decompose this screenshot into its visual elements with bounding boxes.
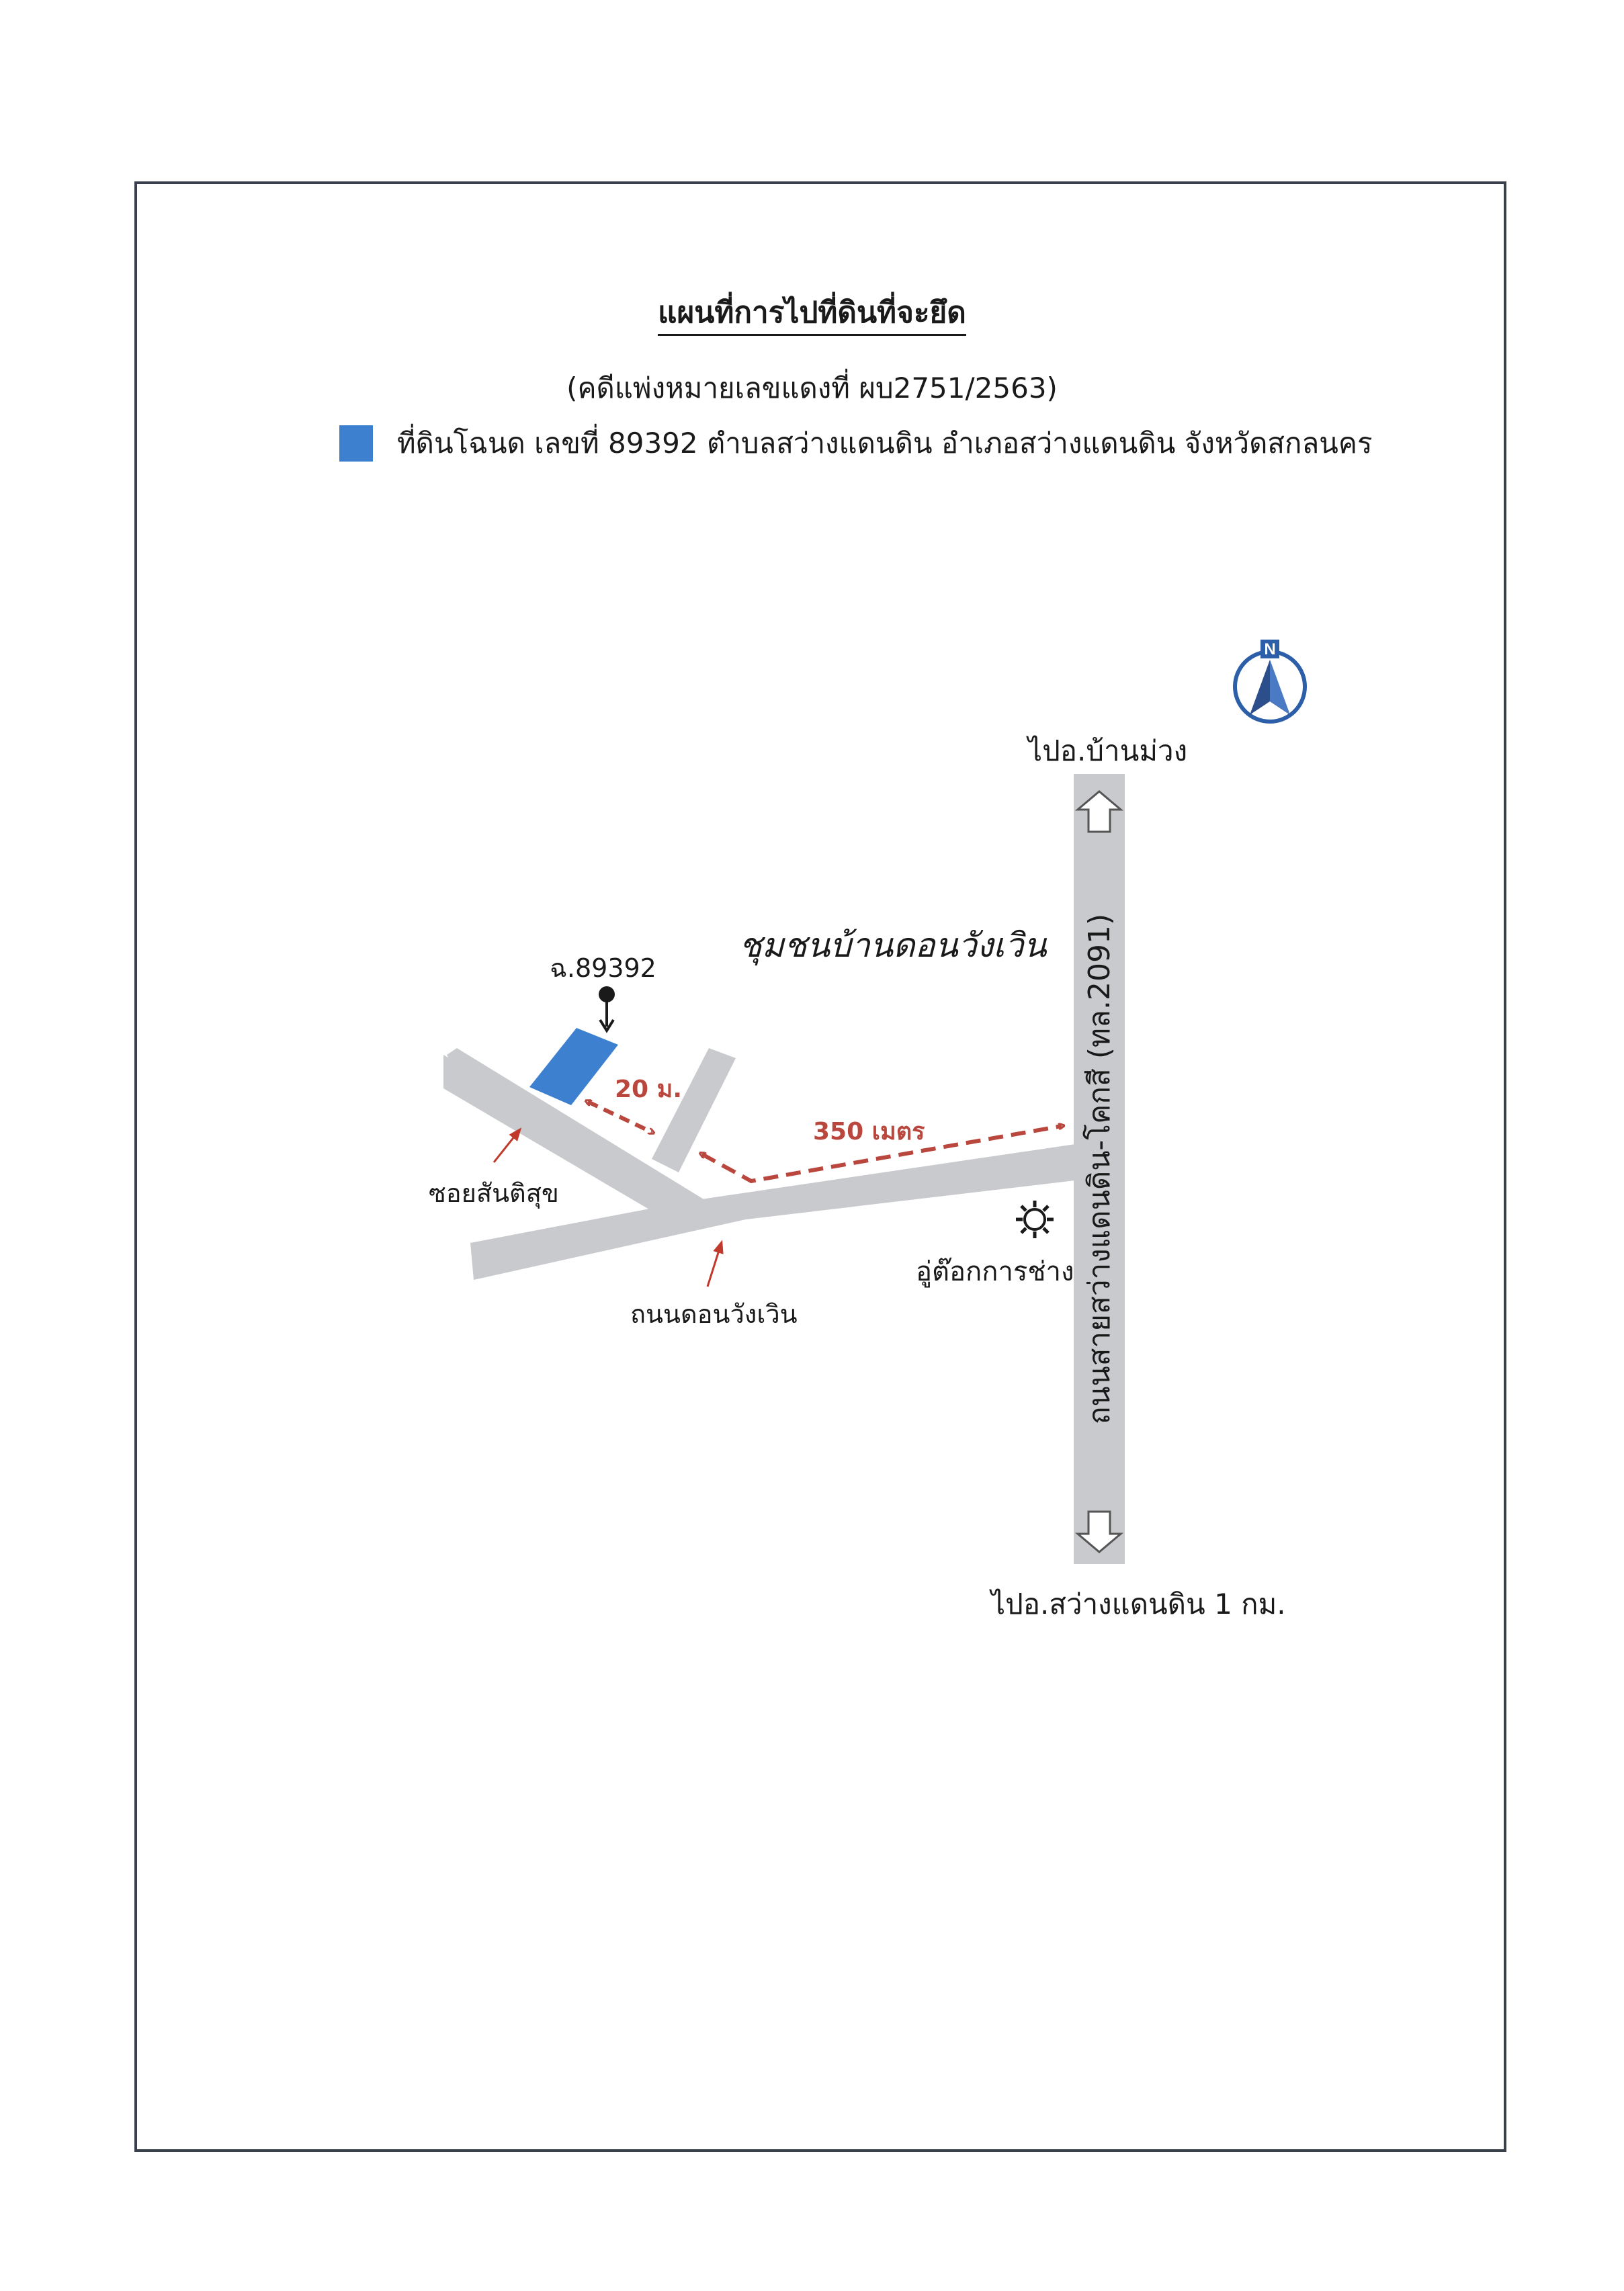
land-parcel (529, 1028, 618, 1105)
legend-text: ที่ดินโฉนด เลขที่ 89392 ตำบลสว่างแดนดิน … (397, 427, 1373, 460)
arrow-up-icon (1074, 790, 1124, 833)
don-wang-woen-road (470, 1144, 1075, 1280)
label-to-sawang-daen-din: ไปอ.สว่างแดนดิน 1 กม. (991, 1588, 1286, 1620)
route-20m (588, 1102, 652, 1132)
map-title: แผนที่การไปที่ดินที่จะยึด (0, 289, 1624, 336)
north-compass-icon: N (1233, 640, 1307, 724)
label-to-ban-muang: ไปอ.บ้านม่วง (1028, 734, 1188, 767)
label-community: ชุมชนบ้านดอนวังเวิน (739, 926, 1047, 965)
label-distance-350m: 350 เมตร (813, 1118, 925, 1146)
soi-santisuk (447, 1048, 726, 1223)
legend-swatch (339, 425, 373, 462)
label-don-wang-woen-road: ถนนดอนวังเวิน (630, 1299, 798, 1329)
soi-pointer-arrow (493, 1127, 522, 1163)
location-pin-icon (599, 986, 615, 1033)
legend: ที่ดินโฉนด เลขที่ 89392 ตำบลสว่างแดนดิน … (339, 425, 1373, 462)
route-350m (702, 1126, 1062, 1184)
document-frame (134, 181, 1506, 2152)
case-number: (คดีแพ่งหมายเลขแดงที่ ผบ2751/2563) (566, 372, 1058, 404)
arrow-down-icon (1074, 1510, 1124, 1553)
side-branch-road (652, 1048, 736, 1172)
gear-icon (1016, 1201, 1054, 1238)
label-main-road: ถนนสายสว่างแดนดิน-โคกสี (ทล.2091) (1082, 913, 1117, 1425)
soi-santisuk-body (443, 1055, 712, 1223)
road-pointer-arrow (706, 1240, 724, 1287)
label-soi-santisuk: ซอยสันติสุข (429, 1178, 559, 1208)
label-garage: อู่ต๊อกการช่าง (916, 1256, 1074, 1287)
highway-2091 (1074, 774, 1125, 1564)
compass-letter: N (1264, 640, 1275, 658)
label-parcel-number: ฉ.89392 (550, 953, 656, 983)
label-distance-20m: 20 ม. (615, 1076, 683, 1103)
